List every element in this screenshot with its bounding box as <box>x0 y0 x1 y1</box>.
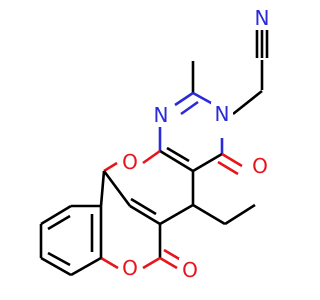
bond-c6-o-lactone <box>142 256 161 270</box>
bond-benzo-double-2 <box>47 251 71 267</box>
bond-c4-c4a <box>192 152 223 173</box>
bond-carbonyl-bottom-2 <box>163 248 182 262</box>
bond-c8a-o <box>142 149 161 165</box>
nitrile-nitrogen-label: N <box>255 6 270 30</box>
ring-n1-mask <box>150 103 172 127</box>
bond-c5a-c10b <box>129 204 161 226</box>
bond-o-lactone-c6a <box>100 256 119 270</box>
molecule-structure-diagram: N N N O O O O <box>0 0 300 300</box>
ring-nitrogen-3-label: N <box>215 102 230 126</box>
bond-benzo-double-3 <box>47 214 71 231</box>
bond-c4a-c8a-double <box>166 146 190 163</box>
bottom-oxo-mask <box>179 258 201 282</box>
bond-ethyl-1 <box>192 203 226 226</box>
lactone-oxygen-mask <box>119 256 141 280</box>
bond-benzo-3 <box>70 256 102 277</box>
bond-benzo-4 <box>40 256 72 277</box>
bond-n3-ch2 <box>232 89 263 116</box>
bond-carbonyl-top-2 <box>217 160 239 176</box>
bond-benzo-1 <box>99 170 106 207</box>
canvas-background <box>0 0 300 300</box>
top-oxo-mask <box>249 154 271 178</box>
atom-label-layer: N N N O O O O <box>118 6 271 282</box>
bond-carbonyl-bottom-1 <box>159 256 178 270</box>
pyran-oxygen-label: O <box>122 150 138 174</box>
bond-layer <box>39 30 269 277</box>
bond-benzo-6 <box>40 204 72 226</box>
bond-c4a-c8a <box>159 149 194 173</box>
bond-o-c10b <box>103 161 118 173</box>
pyran-oxygen-mask <box>118 150 142 174</box>
bond-c5a-c10b-double <box>130 197 157 216</box>
bond-c10b-c10a <box>102 170 132 207</box>
bond-ethyl-2 <box>224 203 256 226</box>
bond-carbonyl-top-1 <box>221 152 243 168</box>
bottom-oxo-oxygen-label: O <box>182 258 198 282</box>
bond-c5-c5a <box>159 203 194 226</box>
lactone-oxygen-label: O <box>122 256 138 280</box>
bond-n1-c2 <box>174 91 194 107</box>
top-oxo-oxygen-label: O <box>252 154 268 178</box>
ring-nitrogen-1-label: N <box>154 103 169 127</box>
ring-n3-mask <box>211 102 233 126</box>
bond-n1-c2-double <box>180 100 199 116</box>
